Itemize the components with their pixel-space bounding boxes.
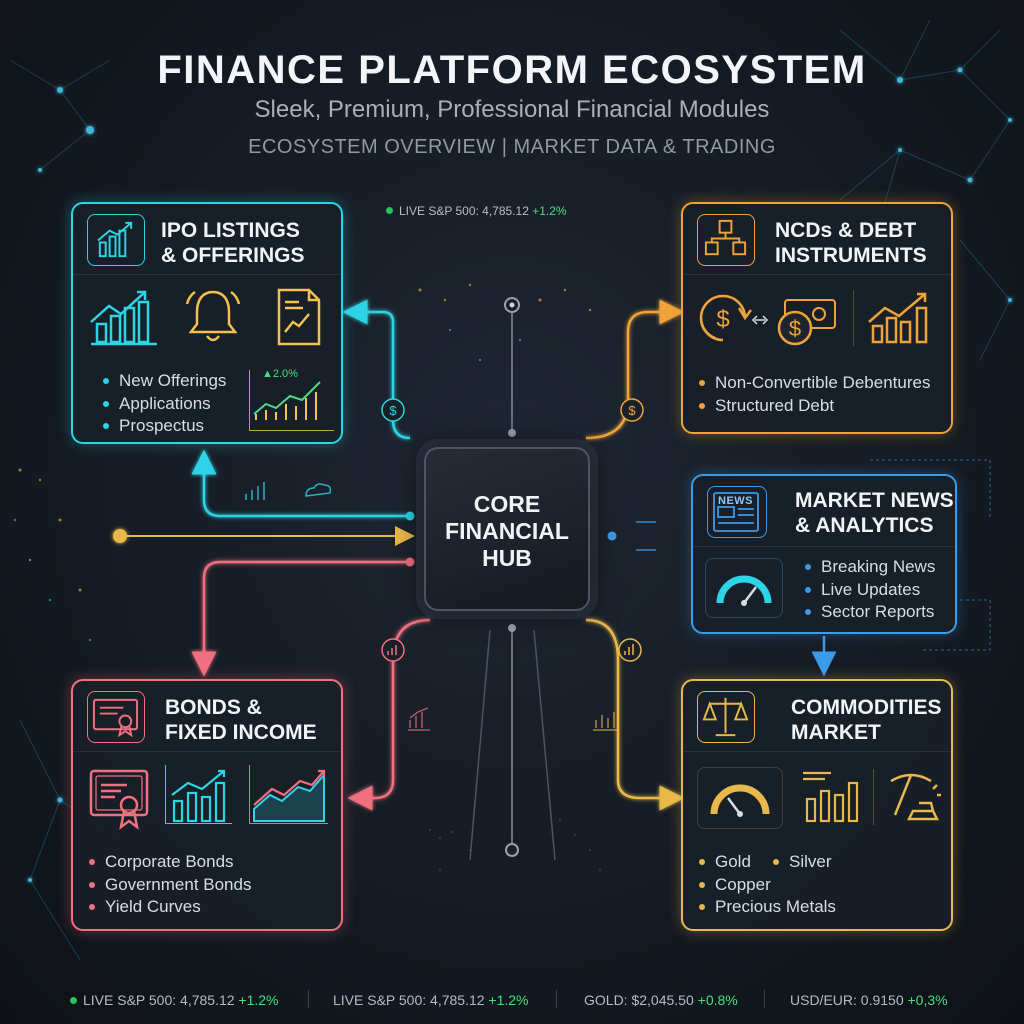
divider [873, 769, 874, 825]
svg-text:$: $ [716, 306, 729, 333]
card-news-bullets: Breaking News Live Updates Sector Report… [805, 556, 935, 624]
certificate-icon [87, 767, 151, 838]
card-bonds-header: BONDS & FIXED INCOME [73, 681, 341, 752]
news-badge: NEWS [718, 495, 753, 507]
card-commodities[interactable]: COMMODITIES MARKET Gold Silver Copper Pr… [681, 679, 953, 931]
bell-icon [181, 286, 245, 353]
footer-ticker: LIVE S&P 500: 4,785.12 +1.2% LIVE S&P 50… [0, 988, 1024, 1012]
card-ncd-header: NCDs & DEBT INSTRUMENTS [683, 204, 951, 275]
card-ipo-title: IPO LISTINGS & OFFERINGS [161, 219, 305, 267]
list-item[interactable]: Gold [699, 851, 751, 874]
card-commodities-bullets: Gold Silver Copper Precious Metals [699, 851, 939, 921]
divider [853, 290, 854, 346]
pickaxe-gold-icon [883, 767, 943, 832]
list-item[interactable]: Prospectus [103, 415, 226, 438]
hub-title: CORE FINANCIAL HUB [445, 491, 569, 571]
card-market-news[interactable]: NEWS MARKET NEWS & ANALYTICS Breaking Ne… [691, 474, 957, 634]
card-commodities-title: COMMODITIES MARKET [791, 696, 942, 744]
card-bonds-title: BONDS & FIXED INCOME [165, 696, 317, 744]
live-dot-icon [70, 997, 77, 1004]
list-item[interactable]: Structured Debt [699, 395, 930, 418]
divider [308, 990, 309, 1008]
core-financial-hub[interactable]: CORE FINANCIAL HUB [424, 447, 590, 611]
svg-text:$: $ [628, 403, 636, 418]
growth-chart-icon [87, 214, 145, 266]
certificate-icon [87, 691, 145, 743]
card-ncd-debt[interactable]: NCDs & DEBT INSTRUMENTS $ $ Non-Converti… [681, 202, 953, 434]
footer-ticker-item: LIVE S&P 500: 4,785.12 +1.2% [333, 992, 529, 1008]
card-ncd-title: NCDs & DEBT INSTRUMENTS [775, 219, 927, 267]
footer-ticker-item: LIVE S&P 500: 4,785.12 +1.2% [70, 992, 279, 1008]
document-chart-icon [269, 286, 329, 353]
svg-text:$: $ [389, 403, 397, 418]
card-bonds-bullets: Corporate Bonds Government Bonds Yield C… [89, 851, 251, 919]
top-ticker-label: LIVE S&P 500: 4,785.12 [399, 204, 529, 218]
footer-ticker-item: USD/EUR: 0.9150 +0,3% [790, 992, 948, 1008]
trend-badge: ▲2.0% [262, 368, 298, 380]
list-item[interactable]: Non-Convertible Debentures [699, 372, 930, 395]
newspaper-icon: NEWS [707, 486, 767, 538]
list-item[interactable]: Applications [103, 393, 226, 416]
area-chart-icon [249, 765, 328, 824]
svg-text:$: $ [789, 316, 801, 341]
list-item[interactable]: Corporate Bonds [89, 851, 251, 874]
list-item[interactable]: New Offerings [103, 370, 226, 393]
list-item[interactable]: Live Updates [805, 579, 935, 602]
divider [556, 990, 557, 1008]
blocks-icon [697, 214, 755, 266]
footer-ticker-item: GOLD: $2,045.50 +0.8% [584, 992, 738, 1008]
scales-icon [697, 691, 755, 743]
card-ipo-bullets: New Offerings Applications Prospectus [103, 370, 226, 438]
bar-chart-icon [801, 767, 861, 823]
divider [764, 990, 765, 1008]
list-item[interactable]: Government Bonds [89, 874, 251, 897]
gauge-icon [705, 558, 783, 618]
bar-chart-icon [165, 765, 232, 824]
growth-chart-icon [87, 286, 163, 353]
list-item[interactable]: Silver [773, 851, 832, 874]
list-item[interactable]: Copper [699, 874, 771, 897]
card-news-header: NEWS MARKET NEWS & ANALYTICS [693, 476, 955, 547]
live-dot-icon [386, 207, 393, 214]
card-bonds[interactable]: BONDS & FIXED INCOME Corporate Bonds Gov… [71, 679, 343, 931]
gauge-icon [697, 767, 783, 829]
card-news-title: MARKET NEWS & ANALYTICS [795, 489, 954, 537]
top-ticker: LIVE S&P 500: 4,785.12 +1.2% [386, 204, 567, 218]
list-item[interactable]: Yield Curves [89, 896, 251, 919]
card-ncd-bullets: Non-Convertible Debentures Structured De… [699, 372, 930, 417]
list-item[interactable]: Sector Reports [805, 601, 935, 624]
page-tagline: ECOSYSTEM OVERVIEW | MARKET DATA & TRADI… [248, 136, 776, 158]
dollar-exchange-icon: $ $ [693, 288, 843, 355]
top-ticker-change: +1.2% [532, 204, 567, 218]
list-item[interactable]: Precious Metals [699, 896, 836, 919]
card-commodities-header: COMMODITIES MARKET [683, 681, 951, 752]
page-subtitle: Sleek, Premium, Professional Financial M… [254, 96, 770, 123]
card-ipo-listings[interactable]: IPO LISTINGS & OFFERINGS New Offerings A… [71, 202, 343, 444]
list-item[interactable]: Breaking News [805, 556, 935, 579]
page-title: FINANCE PLATFORM ECOSYSTEM [157, 48, 867, 92]
card-ipo-header: IPO LISTINGS & OFFERINGS [73, 204, 341, 275]
growth-chart-icon [865, 286, 941, 353]
mini-trend-chart: ▲2.0% [249, 368, 334, 431]
